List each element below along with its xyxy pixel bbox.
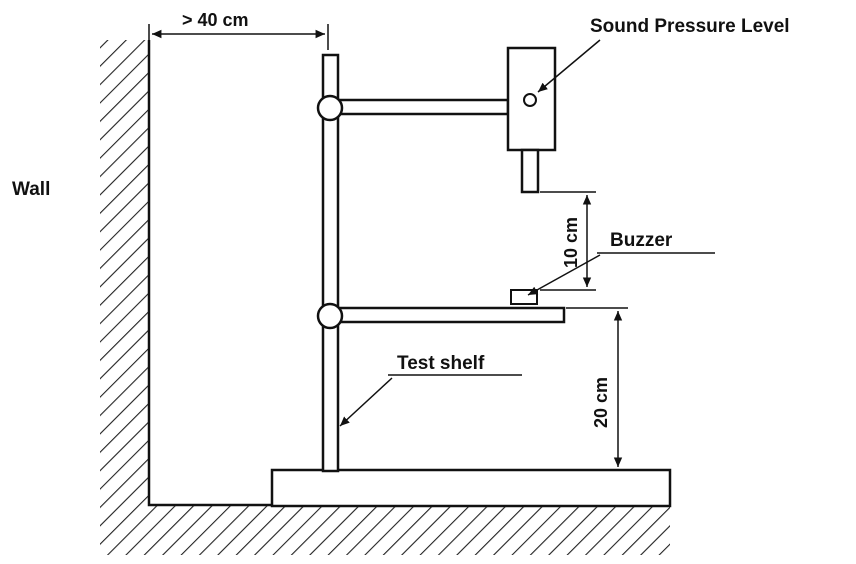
shelf-clamp (316, 302, 344, 330)
gap-dimension-label: 10 cm (561, 217, 581, 268)
width-dimension-label: > 40 cm (182, 10, 249, 30)
sound-pressure-level-label: Sound Pressure Level (590, 16, 790, 37)
height-dimension-label: 20 cm (591, 377, 611, 428)
microphone-icon (523, 93, 537, 107)
buzzer-label: Buzzer (610, 230, 673, 251)
sound-pressure-level-leader (537, 39, 601, 93)
sound-level-meter (506, 46, 557, 194)
base-plate (270, 468, 672, 508)
wall (100, 40, 670, 555)
vertical-pole (321, 53, 340, 473)
wall-label: Wall (12, 179, 50, 200)
height-dimension: 20 cm (566, 307, 628, 467)
upper-arm (338, 98, 510, 116)
test-shelf-pointer (339, 377, 393, 427)
gap-dimension: 10 cm (540, 191, 596, 291)
width-dimension: > 40 cm (148, 10, 329, 50)
buzzer-pointer (527, 254, 601, 296)
upper-clamp (316, 94, 344, 122)
test-shelf (338, 306, 566, 324)
test-shelf-label: Test shelf (397, 353, 485, 374)
